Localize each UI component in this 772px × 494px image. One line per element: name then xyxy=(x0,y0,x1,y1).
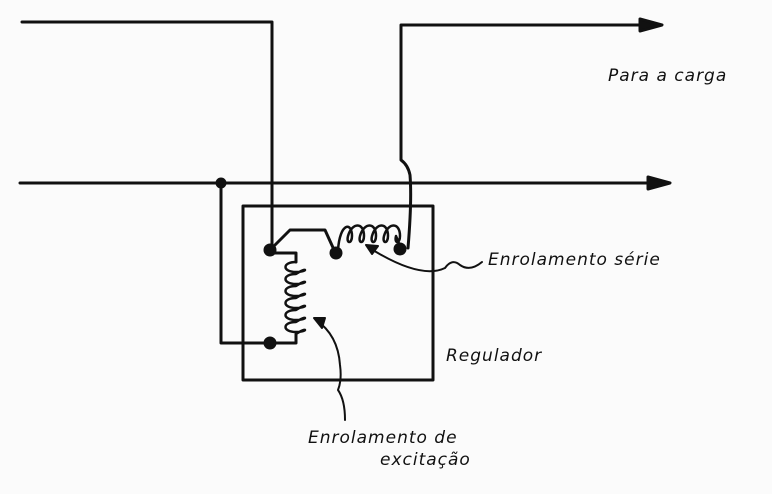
series-leader xyxy=(367,246,483,273)
excitation-coil xyxy=(284,260,307,336)
excitation-leader xyxy=(315,319,346,421)
terminal xyxy=(329,246,343,260)
regulator-box xyxy=(241,204,435,382)
excitation-leader-arrow xyxy=(313,317,326,329)
terminals xyxy=(263,242,407,350)
arrow-head-top xyxy=(638,17,664,33)
load-label: Para a carga xyxy=(608,66,728,86)
excitation-winding-label-line1: Enrolamento de xyxy=(308,428,458,448)
series-winding-label: Enrolamento série xyxy=(488,250,661,270)
terminal xyxy=(263,336,277,350)
excitation-winding-label-line2: excitação xyxy=(380,450,471,470)
top-right-conductor xyxy=(399,17,664,250)
series-leader-arrow xyxy=(365,244,379,255)
arrow-head-bottom xyxy=(646,175,672,191)
terminal xyxy=(263,243,277,257)
internal-wiring xyxy=(268,228,337,345)
terminal xyxy=(393,242,407,256)
top-left-conductor xyxy=(20,20,274,250)
regulator-label: Regulador xyxy=(446,346,543,366)
series-coil xyxy=(336,224,402,252)
bottom-conductor xyxy=(18,175,672,345)
leader-lines xyxy=(313,244,483,421)
